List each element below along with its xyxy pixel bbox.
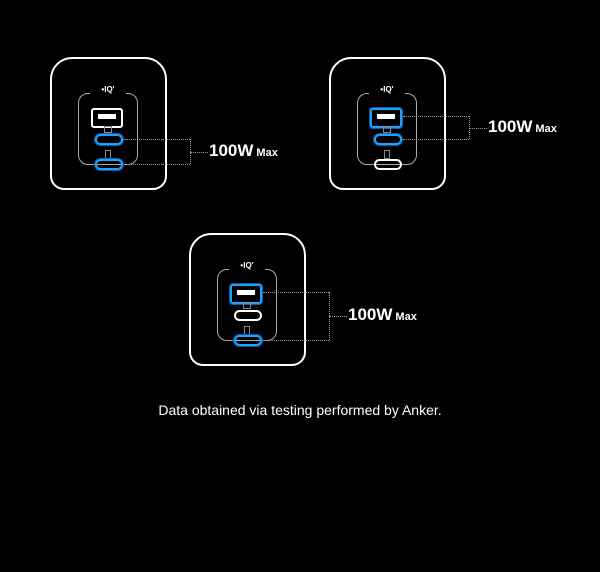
connector-line — [124, 164, 190, 165]
connector-line — [403, 116, 469, 117]
usb-c2-port — [95, 159, 123, 170]
usb-c-label-icon — [244, 326, 250, 335]
power-value: 100W — [209, 140, 254, 160]
power-suffix: Max — [256, 146, 278, 159]
usb-c-label-icon — [384, 150, 390, 159]
connector-line — [469, 127, 487, 129]
usb-c1-port — [234, 310, 262, 321]
power-suffix: Max — [535, 122, 557, 135]
iq-logo: •IQ' — [369, 85, 405, 94]
power-value: 100W — [348, 305, 393, 324]
iq-logo: •IQ' — [90, 85, 126, 94]
power-value: 100W — [488, 116, 533, 136]
usb-c2-port — [234, 335, 262, 346]
iq-logo: •IQ' — [229, 261, 265, 270]
connector-line — [263, 292, 329, 293]
usb-c-label-icon — [105, 150, 111, 159]
connector-line — [190, 151, 208, 153]
caption: Data obtained via testing performed by A… — [158, 402, 442, 418]
charger-body — [329, 57, 446, 190]
usb-a-port — [230, 284, 262, 304]
connector-line — [263, 340, 329, 341]
usb-c1-port — [374, 134, 402, 145]
connector-line — [124, 139, 190, 140]
charger-body — [189, 233, 306, 366]
usb-c-label-icon — [383, 126, 391, 133]
charger-body — [50, 57, 167, 190]
usb-c1-port — [95, 134, 123, 145]
connector-line — [329, 316, 347, 317]
connector-line — [403, 139, 469, 140]
usb-c2-port — [374, 159, 402, 170]
usb-c-label-icon — [104, 126, 112, 133]
usb-c-label-icon — [243, 302, 251, 309]
power-suffix: Max — [395, 311, 417, 323]
usb-a-port — [91, 108, 123, 128]
usb-a-port — [370, 108, 402, 128]
